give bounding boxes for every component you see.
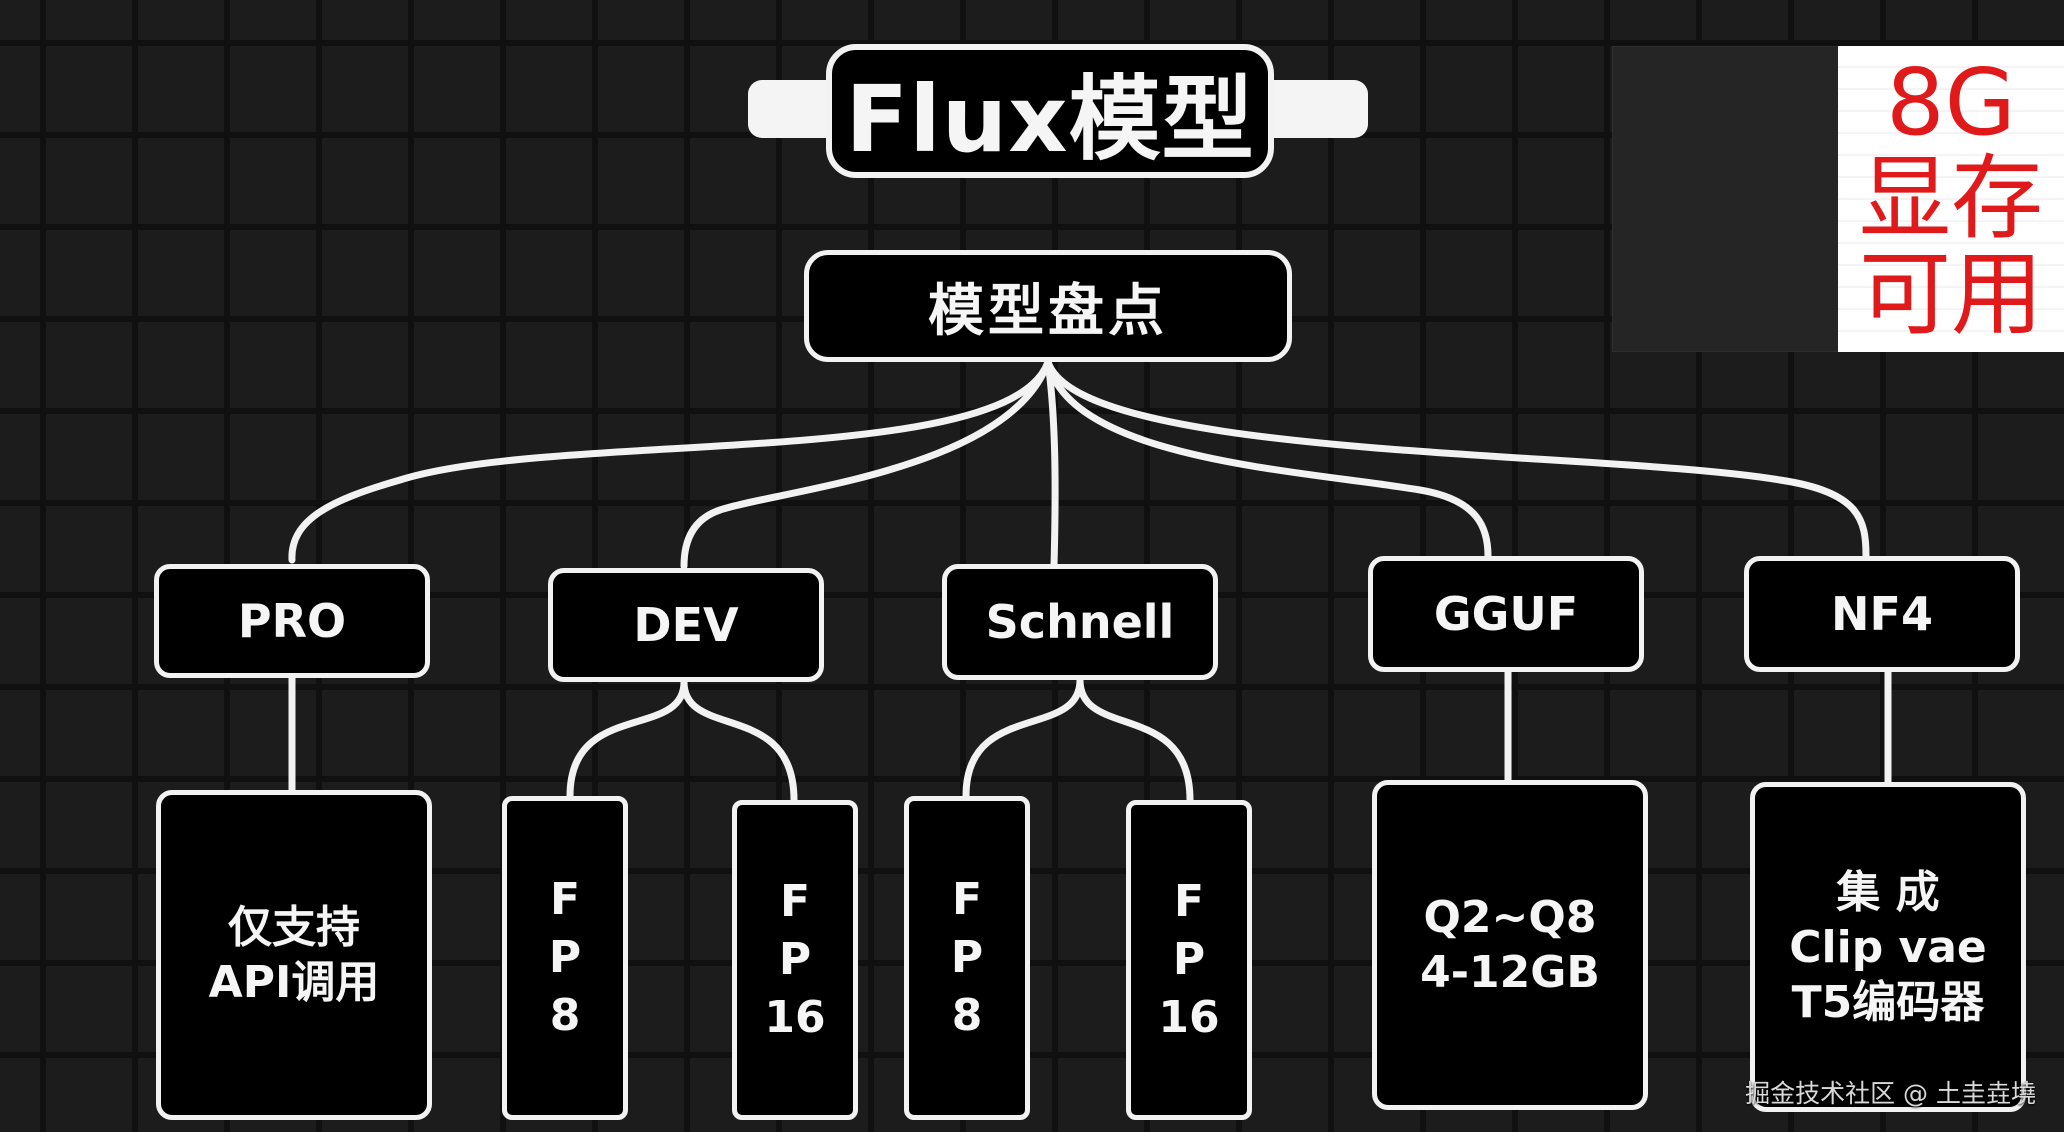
- leaf-nf4: 集 成 Clip vae T5编码器: [1750, 782, 2026, 1112]
- leaf-schnell-fp8: F P 8: [904, 796, 1030, 1120]
- leaf-dev-fp16: F P 16: [732, 800, 858, 1120]
- leaf-schnell-fp8-text: F P 8: [950, 873, 984, 1042]
- corner-dark-panel: [1612, 46, 1840, 352]
- leaf-dev-fp8-text: F P 8: [548, 873, 582, 1042]
- note-line-2: 显存: [1858, 145, 2043, 252]
- subtitle-box: 模型盘点: [804, 250, 1292, 362]
- leaf-schnell-fp16-text: F P 16: [1158, 875, 1220, 1044]
- leaf-gguf-text: Q2~Q8 4-12GB: [1420, 892, 1600, 998]
- category-nf4: NF4: [1744, 556, 2020, 672]
- connector-pro: [288, 358, 1052, 564]
- connector-dev-fp8: [566, 678, 688, 800]
- connector-dev-fp16: [680, 678, 798, 804]
- watermark: 掘金技术社区 @ 土圭垚墝: [1745, 1079, 2036, 1108]
- connector-dev: [680, 358, 1052, 570]
- leaf-dev-fp8: F P 8: [502, 796, 628, 1120]
- leaf-pro: 仅支持 API调用: [156, 790, 432, 1120]
- title-bar-right: [1258, 80, 1368, 138]
- page-title: Flux模型: [826, 44, 1274, 178]
- leaf-gguf: Q2~Q8 4-12GB: [1372, 780, 1648, 1110]
- category-pro: PRO: [154, 564, 430, 678]
- leaf-schnell-fp16: F P 16: [1126, 800, 1252, 1120]
- leaf-nf4-text: 集 成 Clip vae T5编码器: [1789, 866, 1987, 1028]
- connector-schnell-fp8: [962, 676, 1084, 800]
- note-line-3: 可用: [1858, 241, 2043, 348]
- connector-schnell-fp16: [1076, 676, 1194, 804]
- category-schnell: Schnell: [942, 564, 1218, 680]
- category-dev: DEV: [548, 568, 824, 682]
- category-gguf: GGUF: [1368, 556, 1644, 672]
- leaf-pro-text: 仅支持 API调用: [208, 902, 380, 1008]
- connector-schnell: [1044, 358, 1059, 570]
- corner-note-panel: 8G 显存 可用: [1838, 46, 2064, 352]
- connector-gguf: [1044, 358, 1492, 560]
- note-line-1: 8G: [1886, 49, 2016, 156]
- connector-nf4: [1044, 358, 1870, 560]
- leaf-dev-fp16-text: F P 16: [764, 875, 826, 1044]
